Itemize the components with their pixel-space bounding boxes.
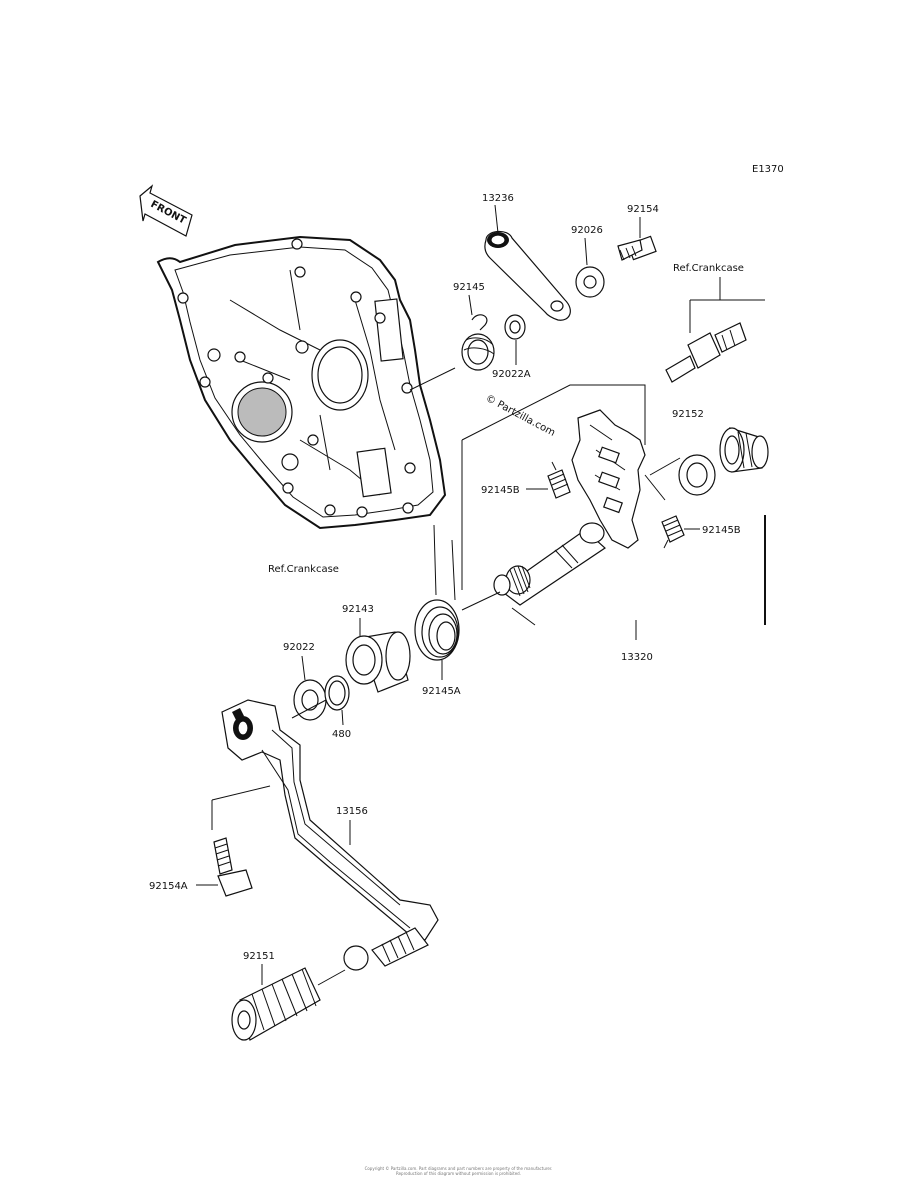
spring-92145 <box>461 314 495 371</box>
label-480: 480 <box>332 729 351 740</box>
crankcase-outline <box>156 235 447 530</box>
pedal-rubber-92151 <box>231 967 321 1041</box>
shift-shaft-13320 <box>493 409 646 606</box>
label-92022a: 92022A <box>492 369 531 380</box>
label-92145b-right: 92145B <box>702 525 741 536</box>
collar-92143 <box>345 631 411 693</box>
label-13236: 13236 <box>482 193 514 204</box>
label-92154: 92154 <box>627 204 659 215</box>
diagram-code: E1370 <box>752 164 784 175</box>
collar-92022a <box>504 314 526 340</box>
shift-arm-13236 <box>484 230 571 321</box>
label-92145: 92145 <box>453 282 485 293</box>
footer-line-1: Copyright © Partzilla.com. Part diagrams… <box>364 1166 553 1171</box>
label-92154a: 92154A <box>149 881 188 892</box>
label-ref-crankcase-left: Ref.Crankcase <box>268 564 339 575</box>
label-ref-crankcase-top: Ref.Crankcase <box>673 263 744 274</box>
footer-copyright: Copyright © Partzilla.com. Part diagrams… <box>0 1166 917 1176</box>
label-92143: 92143 <box>342 604 374 615</box>
bearing-92152 <box>678 427 769 496</box>
label-92151: 92151 <box>243 951 275 962</box>
label-92022: 92022 <box>283 642 315 653</box>
footer-line-2: Reproduction of this diagram without per… <box>396 1171 521 1176</box>
shift-pin-stud <box>665 322 747 383</box>
label-92026: 92026 <box>571 225 603 236</box>
label-92145a: 92145A <box>422 686 461 697</box>
spring-92145a <box>414 524 460 661</box>
watermark: © Partzilla.com <box>484 393 557 439</box>
label-13156: 13156 <box>336 806 368 817</box>
label-92145b-left: 92145B <box>481 485 520 496</box>
label-92152: 92152 <box>672 409 704 420</box>
spring-92145b-right <box>661 515 685 549</box>
bolt-92154 <box>617 235 657 261</box>
front-arrow-icon: FRONT <box>139 184 193 237</box>
washer-92022 <box>293 679 327 721</box>
spring-92145b-left <box>547 461 571 499</box>
label-13320: 13320 <box>621 652 653 663</box>
washer-92026 <box>575 266 605 298</box>
bolt-92154a <box>213 837 253 897</box>
shift-pedal-13156 <box>221 699 439 971</box>
circlip-480 <box>324 675 350 711</box>
